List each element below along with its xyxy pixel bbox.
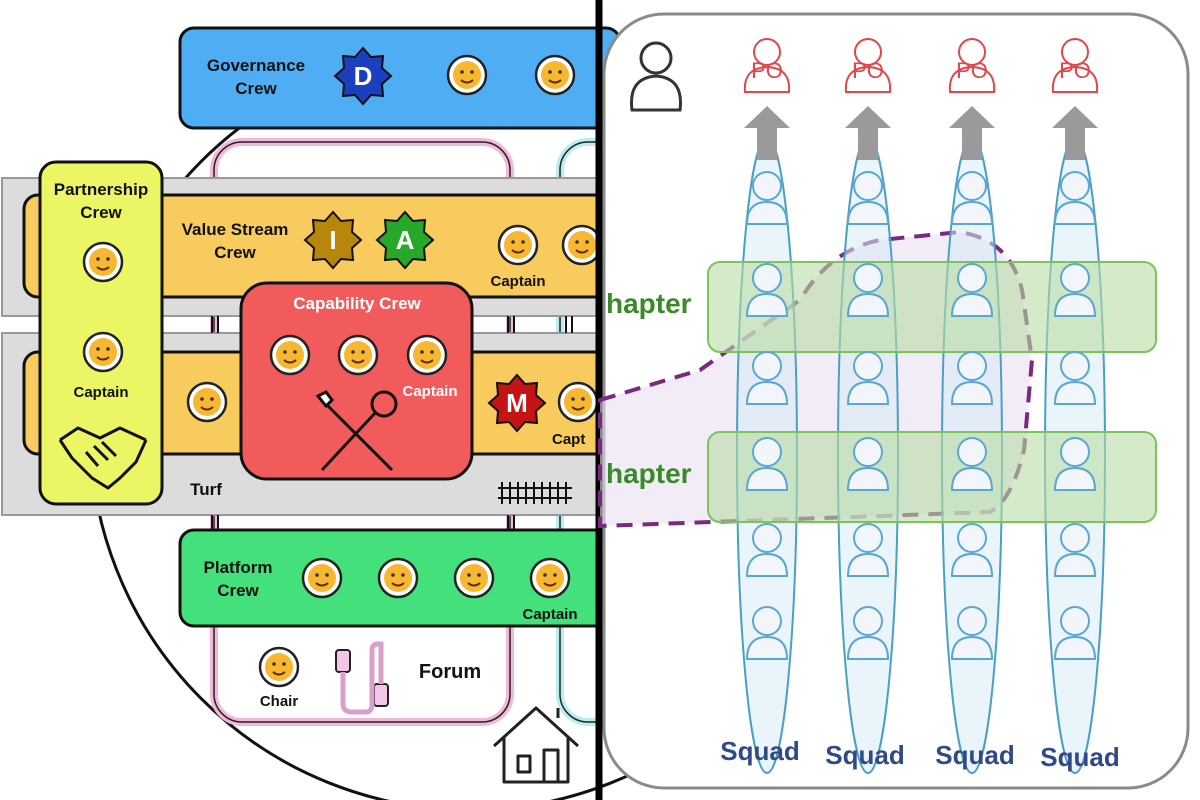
partnership-captain-label: Captain — [73, 384, 129, 401]
right-diagram — [598, 12, 1190, 790]
capability-emoji-1 — [269, 334, 311, 376]
value-stream-captain-label: Captain — [490, 273, 546, 290]
person-icon — [630, 41, 682, 112]
lower-stream-captain-label: Capt — [552, 431, 586, 448]
platform-emoji-3 — [453, 557, 495, 599]
chapter-label-1: hapter — [606, 288, 692, 319]
po-label-1: PO — [751, 58, 783, 83]
lower-stream-emoji-1 — [186, 381, 228, 423]
forum-chair-label: Chair — [259, 693, 299, 710]
partnership-emoji-2 — [82, 331, 124, 373]
platform-emoji-1 — [301, 557, 343, 599]
capability-emoji-2 — [337, 334, 379, 376]
house-icon — [492, 706, 580, 784]
po-label-2: PO — [852, 58, 884, 83]
squad-label-1: Squad — [720, 736, 800, 766]
value-stream-badge-a-letter: A — [395, 225, 415, 255]
platform-emoji-4 — [529, 557, 571, 599]
governance-badge-letter: D — [353, 61, 373, 91]
partnership-emoji-1 — [82, 241, 124, 283]
squad-label-4: Squad — [1040, 742, 1120, 772]
value-stream-badge-i-letter: I — [329, 225, 337, 255]
platform-emoji-2 — [377, 557, 419, 599]
chapter-label-2: hapter — [606, 458, 692, 489]
value-stream-emoji-1 — [497, 224, 539, 266]
partnership-crew-label: Partnership Crew — [53, 180, 149, 222]
governance-emoji-2 — [534, 54, 576, 96]
forum-emoji-chair — [258, 646, 300, 688]
capability-crew-label: Capability Crew — [293, 294, 421, 313]
capability-emoji-3 — [406, 334, 448, 376]
governance-emoji-1 — [446, 54, 488, 96]
arrow-up-icons — [744, 106, 1098, 160]
lower-stream-emoji-2 — [557, 381, 599, 423]
connector-lines — [211, 316, 573, 530]
capability-captain-label: Captain — [402, 383, 458, 400]
handshake-icon — [58, 426, 148, 490]
platform-captain-label: Captain — [522, 606, 578, 623]
turf-label: Turf — [190, 480, 222, 499]
governance-crew-label: Governance Crew — [206, 56, 306, 98]
value-stream-crew-label: Value Stream Crew — [181, 220, 289, 262]
cable-icon — [335, 641, 389, 715]
squad-label-2: Squad — [825, 740, 905, 770]
lower-stream-badge-m-letter: M — [506, 388, 528, 418]
chapter-band-1 — [707, 261, 1157, 353]
po-label-4: PO — [1059, 58, 1091, 83]
squad-label-3: Squad — [935, 740, 1015, 770]
capability-crew-box — [239, 281, 474, 481]
chapter-band-2 — [707, 431, 1157, 523]
tools-icon — [315, 390, 398, 472]
platform-crew-label: Platform Crew — [203, 558, 273, 600]
po-label-3: PO — [956, 58, 988, 83]
value-stream-emoji-2 — [561, 224, 603, 266]
forum-label: Forum — [418, 661, 482, 683]
fence-icon — [498, 482, 572, 504]
